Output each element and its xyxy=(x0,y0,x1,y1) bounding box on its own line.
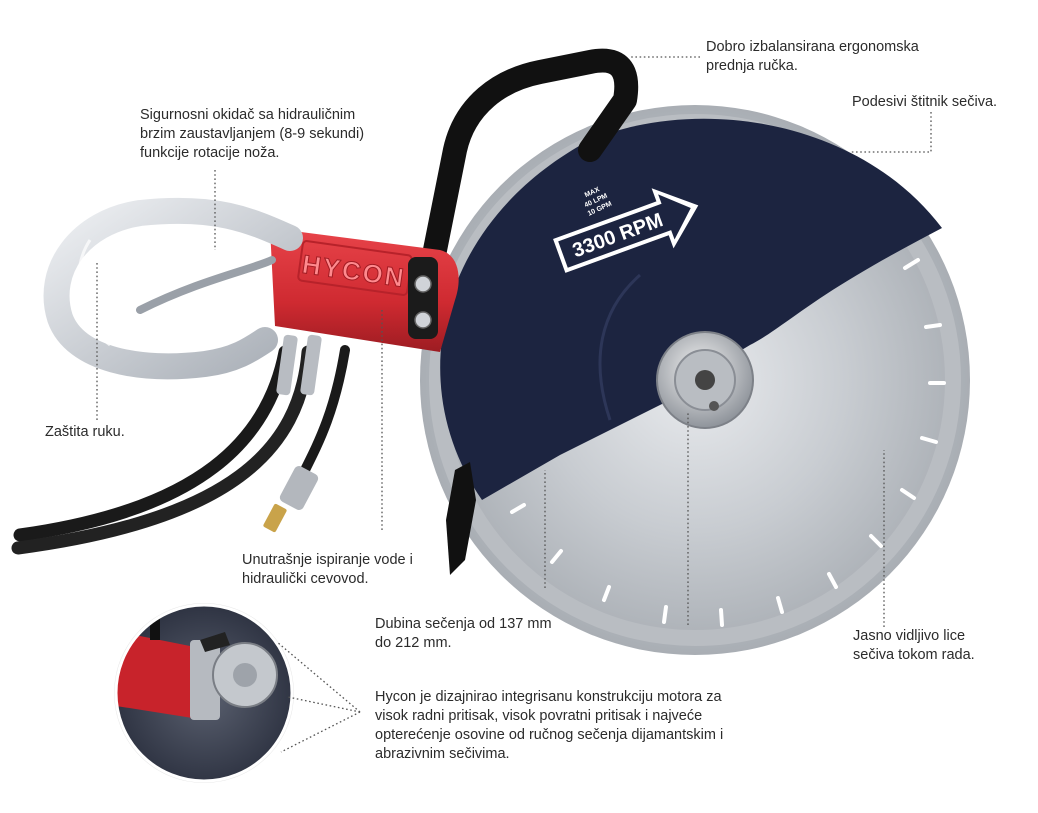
callout-water-hydraulic: Unutrašnje ispiranje vode i hidraulički … xyxy=(242,552,413,587)
blade-guard xyxy=(440,118,942,500)
callout-motor-design: Hycon je dizajnirao integrisanu konstruk… xyxy=(375,689,724,762)
hydraulic-hoses xyxy=(11,334,350,555)
callout-front-handle: Dobro izbalansirana ergonomska prednja r… xyxy=(706,39,919,74)
callout-trigger: Sigurnosni okidač sa hidrauličnim brzim … xyxy=(140,107,365,161)
callout-blade-guard: Podesivi štitnik sečiva. xyxy=(852,94,998,110)
flow-rating-label: MAX 40 LPM 10 GPM xyxy=(584,186,614,218)
callout-leaders xyxy=(96,56,932,753)
motor-detail-inset xyxy=(114,603,294,783)
callout-blade-face: Jasno vidljivo lice sečiva tokom rada. xyxy=(853,628,975,663)
depth-stop-lever xyxy=(446,462,476,575)
trigger-lever xyxy=(136,256,276,314)
callout-cut-depth: Dubina sečenja od 137 mm do 212 mm. xyxy=(375,616,552,651)
front-handle xyxy=(420,48,639,277)
callout-hand-guard: Zaštita ruku. xyxy=(45,424,125,440)
blade-hub xyxy=(656,331,754,429)
motor-housing: HYCON xyxy=(270,228,459,352)
rear-handle xyxy=(43,197,303,380)
